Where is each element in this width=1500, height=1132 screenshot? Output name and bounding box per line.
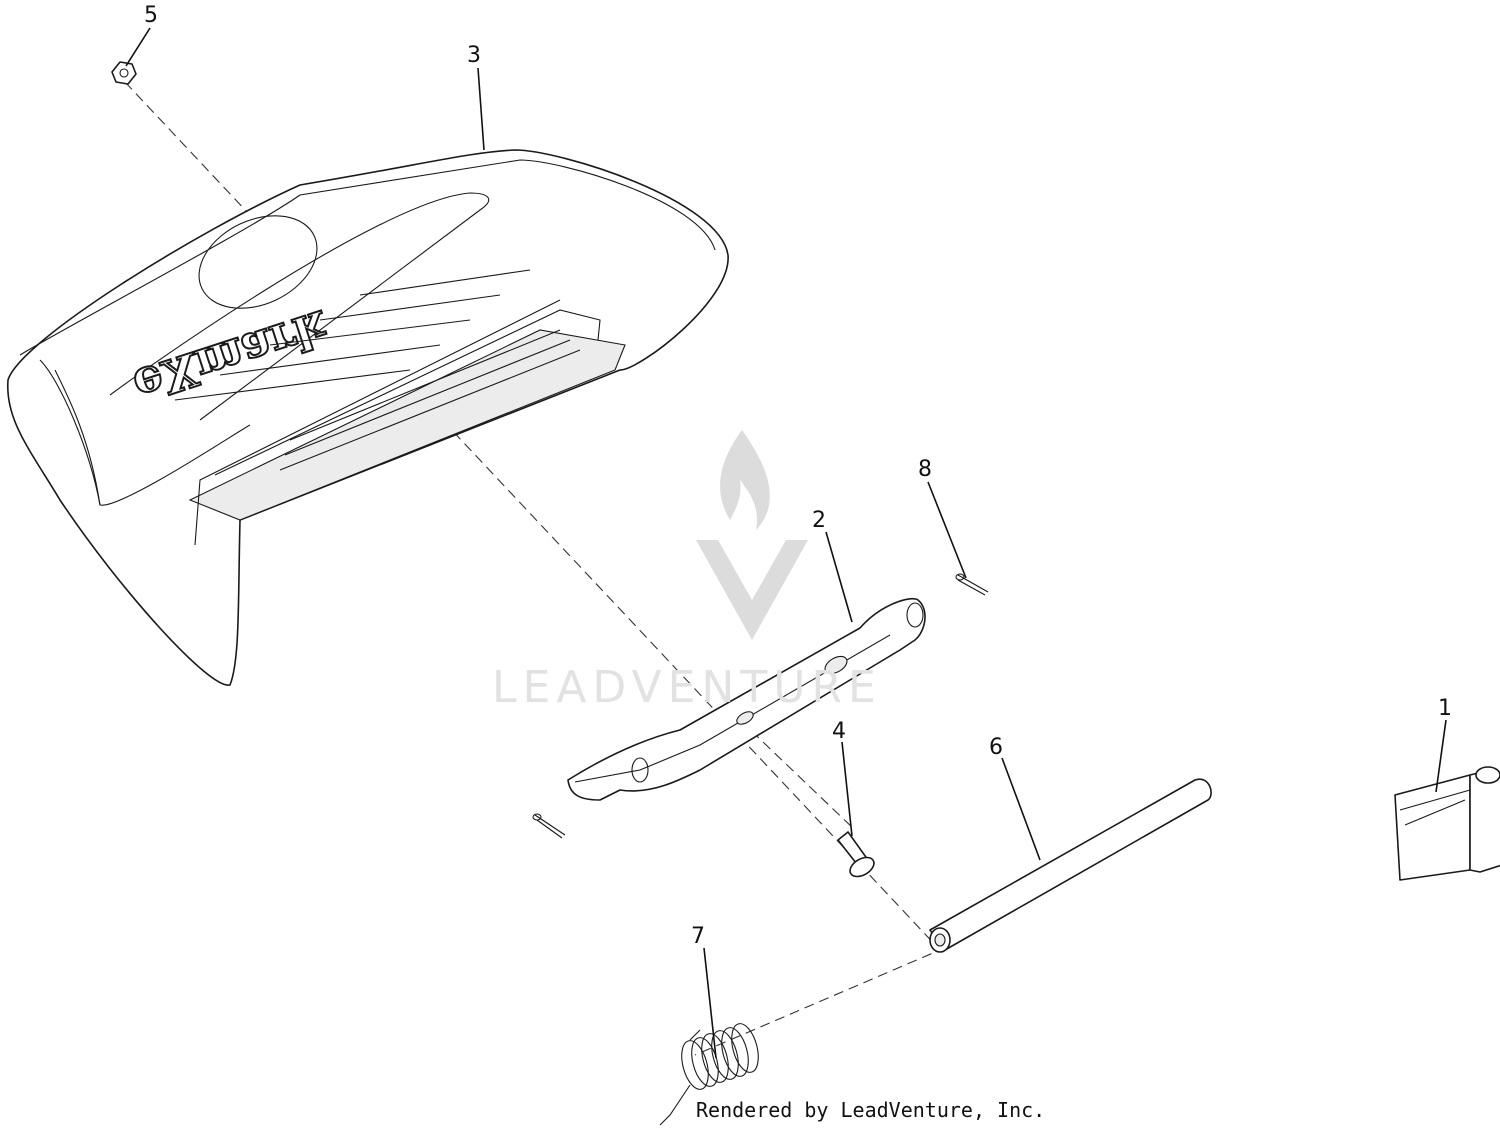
callout-5: 5 [144,3,158,28]
torsion-spring [659,1023,759,1126]
render-credit: Rendered by LeadVenture, Inc. [696,1098,1046,1122]
callout-6: 6 [989,735,1003,760]
callout-4: 4 [832,719,846,744]
cotter-pin-lower [532,813,566,839]
callouts: 3 5 2 8 4 6 1 7 [144,3,1452,949]
callout-7: 7 [691,924,705,949]
callout-8: 8 [918,457,932,482]
leader-lines [125,27,1447,1059]
callout-3: 3 [467,43,481,68]
flange-nut [111,61,137,85]
vent-ribs [174,269,581,471]
clevis-pin [837,831,875,878]
latch-bracket [567,598,926,801]
cotter-pin-upper [955,573,989,596]
hinge-bracket [1394,766,1500,881]
callout-2: 2 [812,508,826,533]
callout-1: 1 [1438,696,1452,721]
watermark-logo [696,430,808,640]
deck-cover: eXmark [7,149,729,686]
watermark-text: LEADVENTURE [492,662,882,713]
pivot-rod [929,778,1212,953]
pin-centerline [739,719,856,831]
